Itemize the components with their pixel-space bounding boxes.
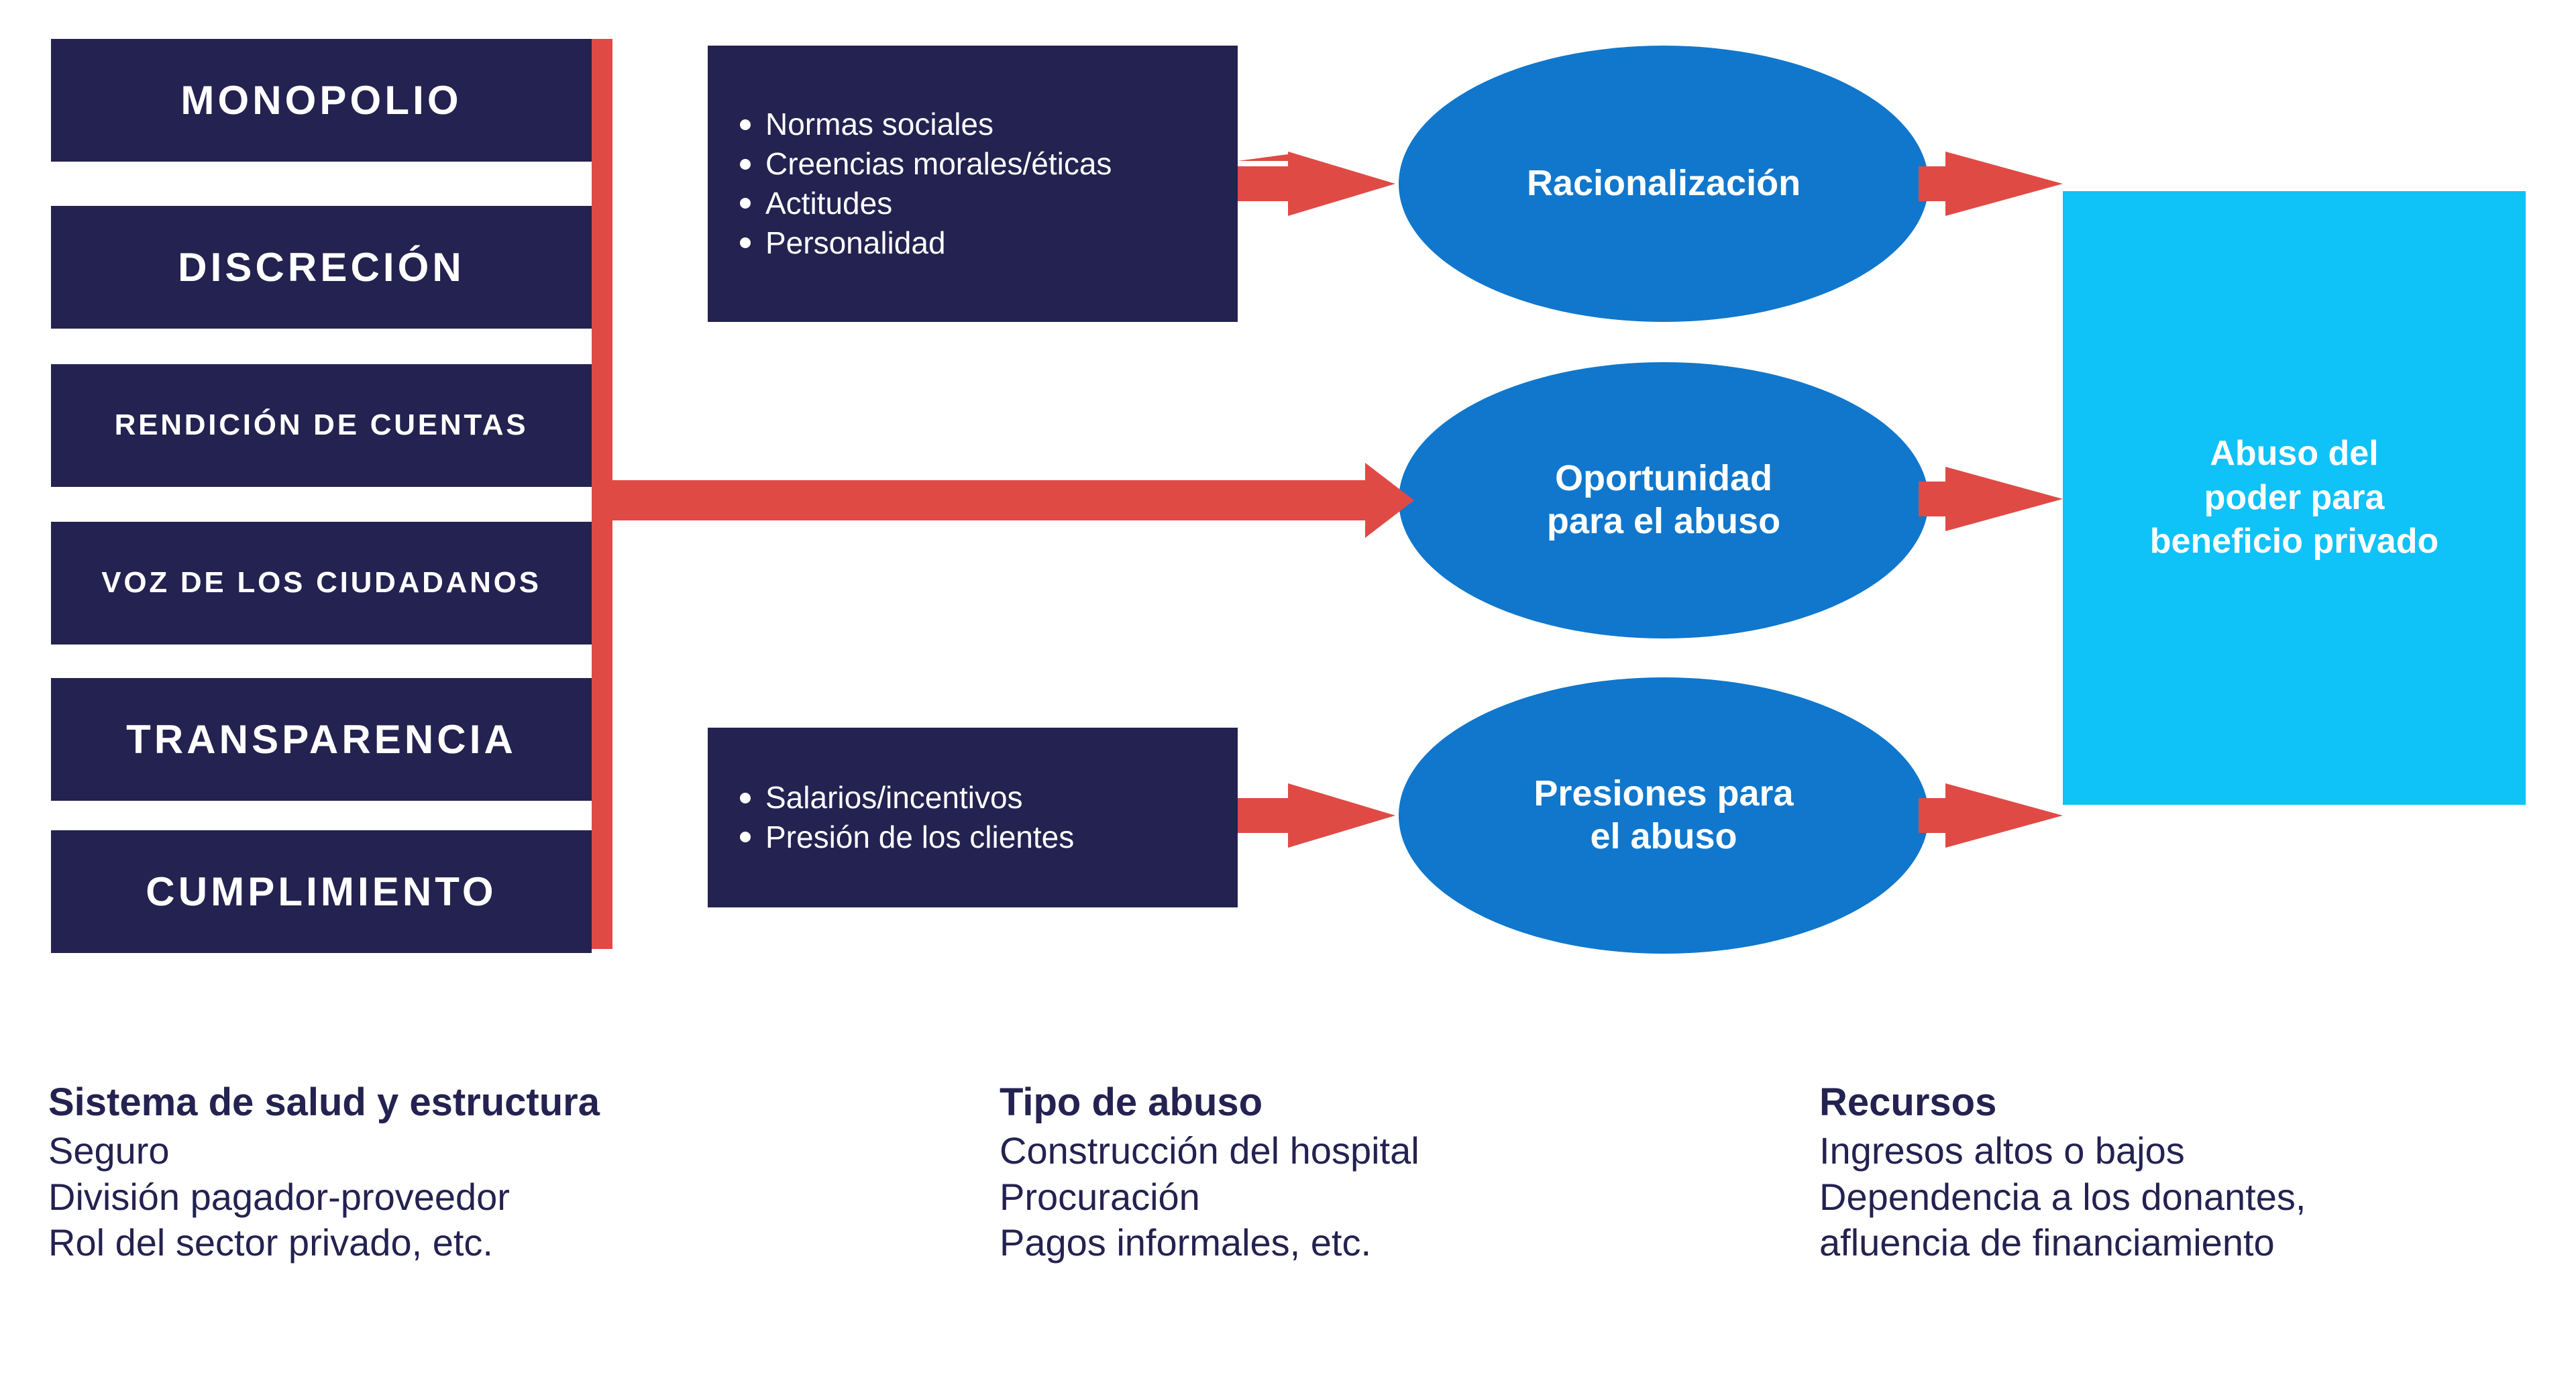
legend-line: Pagos informales, etc. [1000,1221,1372,1264]
driver-label: TRANSPARENCIA [126,717,517,762]
ellipse-label: Racionalización [1526,163,1801,204]
arrow-factors-to-racionalizacion-shape [1238,152,1395,216]
legend-line: Rol del sector privado, etc. [48,1221,493,1264]
ellipse-racionalizacion: Racionalización [1399,46,1929,322]
factor-bullet: Salarios/incentivos [736,778,1238,818]
ellipse-oportunidad: Oportunidad para el abuso [1399,362,1929,638]
ellipse-label: Oportunidad para el abuso [1546,458,1781,541]
outcome-box-abuso-del-poder: Abuso del poder para beneficio privado [2063,191,2526,805]
factor-box-individual: Normas sociales Creencias morales/éticas… [708,46,1238,322]
driver-bar-monopolio: MONOPOLIO [51,39,592,162]
legend-title: Sistema de salud y estructura [48,1080,600,1124]
driver-label: CUMPLIMIENTO [146,869,497,914]
outcome-label: Abuso del poder para beneficio privado [2149,434,2439,561]
driver-bar-rendicion-de-cuentas: RENDICIÓN DE CUENTAS [51,364,592,487]
legend-column-recursos: Recursos Ingresos altos o bajos Dependen… [1819,1080,2571,1266]
legend-line: Construcción del hospital [1000,1129,1419,1172]
driver-label: RENDICIÓN DE CUENTAS [114,408,529,442]
driver-label: MONOPOLIO [180,78,462,123]
driver-bar-cumplimiento: CUMPLIMIENTO [51,830,592,953]
red-vertical-connector [592,39,612,949]
legend-title: Recursos [1819,1080,1997,1124]
ellipse-presiones: Presiones para el abuso [1399,677,1929,954]
legend-column-sistema-de-salud: Sistema de salud y estructura Seguro Div… [48,1080,974,1266]
factor-bullet: Personalidad [736,223,1238,263]
factor-bullet: Creencias morales/éticas [736,144,1238,184]
legend-line: División pagador-proveedor [48,1175,510,1218]
arrow-factors-to-racionalizacion [1238,154,1288,161]
factor-bullet: Actitudes [736,184,1238,223]
factor-bullet-list: Normas sociales Creencias morales/éticas… [708,105,1238,263]
driver-label: DISCRECIÓN [178,245,465,290]
arrow-presiones-to-outcome [1919,783,2063,848]
legend-line: Procuración [1000,1175,1200,1218]
legend-line: afluencia de financiamiento [1819,1221,2275,1264]
factor-bullet: Presión de los clientes [736,818,1238,857]
legend-line: Dependencia a los donantes, [1819,1175,2306,1218]
legend-column-tipo-de-abuso: Tipo de abuso Construcción del hospital … [1000,1080,1791,1266]
arrow-factors-to-presiones [1238,783,1395,848]
arrow-spine-to-oportunidad [604,463,1414,538]
arrow-racionalizacion-to-outcome [1919,152,2063,216]
legend-line: Seguro [48,1129,170,1172]
driver-bar-discrecion: DISCRECIÓN [51,206,592,329]
driver-bar-transparencia: TRANSPARENCIA [51,678,592,801]
factor-box-pressure: Salarios/incentivos Presión de los clien… [708,728,1238,907]
factor-bullet: Normas sociales [736,105,1238,144]
factor-bullet-list: Salarios/incentivos Presión de los clien… [708,778,1238,857]
ellipse-label: Presiones para el abuso [1534,773,1794,856]
legend-line: Ingresos altos o bajos [1819,1129,2185,1172]
driver-label: VOZ DE LOS CIUDADANOS [101,566,541,600]
arrow-oportunidad-to-outcome [1919,467,2063,531]
legend-title: Tipo de abuso [1000,1080,1263,1124]
driver-bar-voz-de-los-ciudadanos: VOZ DE LOS CIUDADANOS [51,522,592,645]
